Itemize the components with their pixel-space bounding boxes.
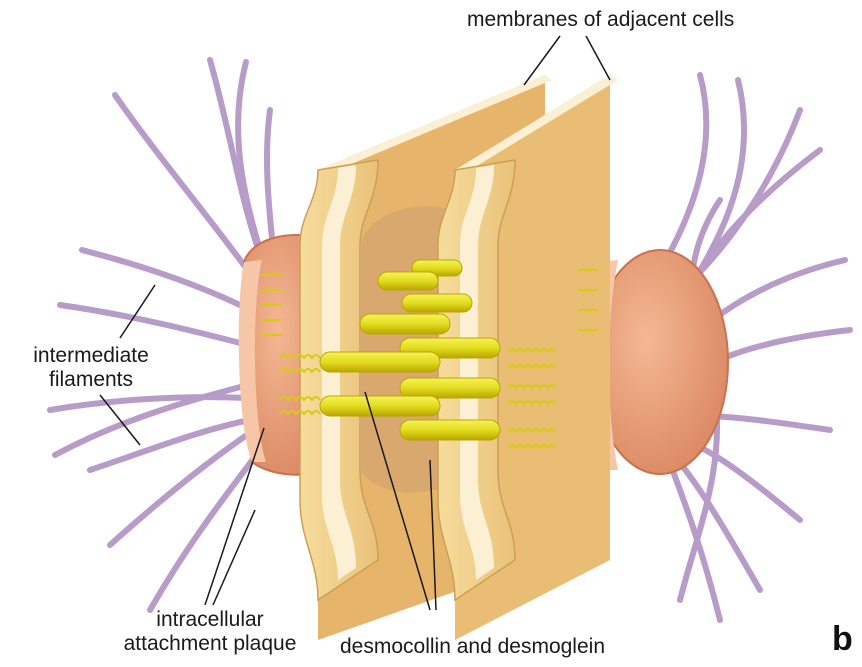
label-intermediate-filaments-line1: intermediate <box>6 344 176 368</box>
panel-letter: b <box>832 620 853 659</box>
label-attachment-plaque-line1: intracellular <box>110 608 310 632</box>
label-membranes: membranes of adjacent cells <box>467 8 734 32</box>
label-attachment-plaque: intracellular attachment plaque <box>110 608 310 656</box>
label-intermediate-filaments-line2: filaments <box>6 368 176 392</box>
plaque-right <box>591 250 728 474</box>
label-intermediate-filaments: intermediate filaments <box>6 344 176 392</box>
label-desmocollin-desmoglein: desmocollin and desmoglein <box>340 635 605 659</box>
label-attachment-plaque-line2: attachment plaque <box>110 632 310 656</box>
